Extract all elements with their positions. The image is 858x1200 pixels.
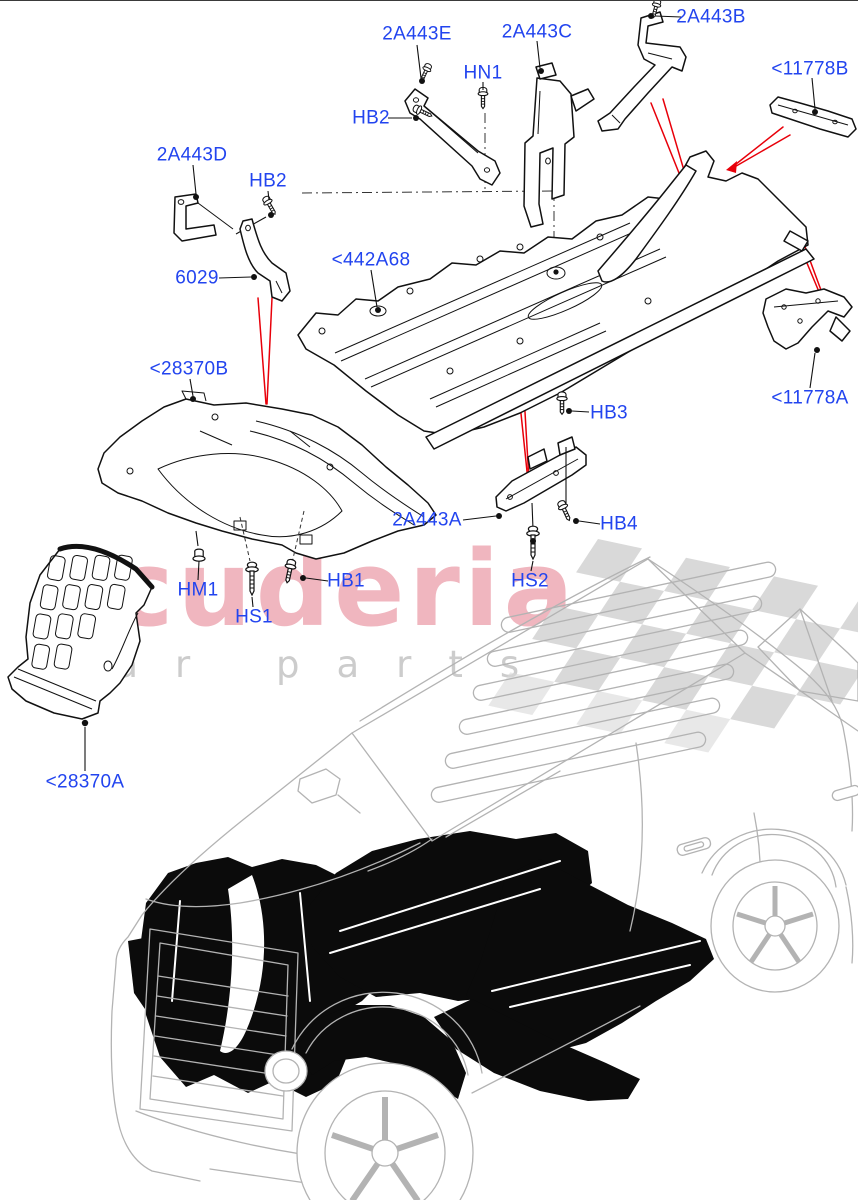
roof-ribs (430, 561, 777, 803)
part-label-2a443b: 2A443B (676, 6, 746, 28)
part-label-2a443d: 2A443D (156, 144, 228, 166)
hs2-screw (526, 525, 540, 560)
hm1-nut (192, 530, 206, 562)
fastener-label-hs2: HS2 (511, 570, 549, 592)
bracket-2a443d (173, 193, 234, 242)
fastener-label-hb2-top: HB2 (352, 107, 390, 129)
sill-panel-highlight (466, 859, 714, 1053)
part-label-2a443a: 2A443A (392, 509, 462, 531)
bracket-2a443a (495, 436, 587, 530)
fastener-label-hb2-mid: HB2 (249, 170, 287, 192)
grille (139, 928, 299, 1132)
undertray-442a68 (297, 150, 815, 450)
rear-wheel (710, 859, 840, 993)
hb3-bolt (556, 391, 572, 415)
fastener-label-hb1: HB1 (327, 570, 365, 592)
bracket-6029 (239, 218, 291, 302)
bracket-2a443c (523, 62, 595, 228)
side-mirror (297, 768, 341, 804)
part-label-28370b: <28370B (149, 358, 229, 380)
part-label-2a443c: 2A443C (501, 21, 573, 43)
liner-inner-gap (220, 875, 265, 1053)
rear-door-handle (831, 784, 858, 802)
wheelhouse-liner-28370b (97, 390, 437, 564)
fastener-label-hn1: HN1 (463, 62, 503, 84)
part-label-6029: 6029 (175, 267, 219, 289)
part-label-442a68: <442A68 (331, 249, 411, 271)
part-label-11778b: <11778B (771, 58, 849, 80)
door-handle (676, 837, 712, 856)
fastener-label-hm1: HM1 (177, 579, 219, 601)
fastener-label-hs1: HS1 (235, 606, 273, 628)
sill-panel-lower-highlight (434, 999, 640, 1101)
vehicle-illustration (110, 556, 858, 1200)
hb4-bolt (555, 498, 579, 524)
assembly-axis-lines (301, 113, 555, 267)
part-label-28370a: <28370A (45, 771, 125, 793)
fastener-label-hb3: HB3 (590, 402, 628, 424)
underbody-highlight-shapes (128, 831, 714, 1101)
hn1-bolt (477, 86, 489, 110)
part-label-11778a: <11778A (771, 387, 849, 409)
bracket-11778b (769, 96, 857, 138)
front-wheel (296, 1062, 474, 1200)
vehicle-outline (110, 556, 858, 1200)
hb1-bolt (281, 557, 306, 585)
bracket-11778a (762, 288, 853, 353)
fastener-label-hb4: HB4 (600, 513, 638, 535)
bracket-2a443b (597, 1, 687, 132)
label-leader-lines (84, 15, 816, 771)
wheelhouse-liner-28370a (7, 543, 155, 727)
part-label-2a443e: 2A443E (382, 23, 452, 45)
headlight (264, 1050, 308, 1092)
watermark-layer: scuderia car parts (46, 528, 858, 753)
bracket-2a443e (404, 61, 501, 186)
